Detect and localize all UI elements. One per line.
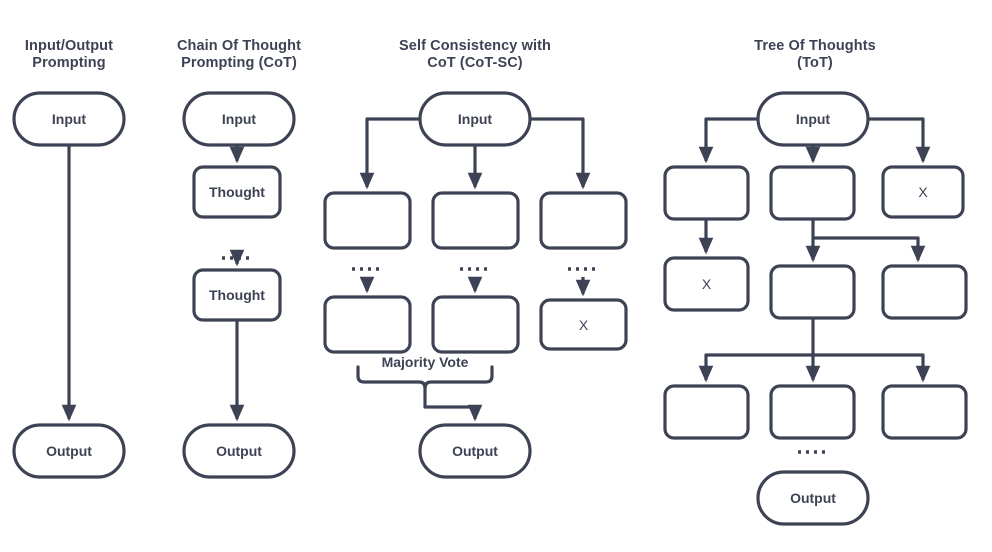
node-sc-input xyxy=(418,91,532,147)
node-io-output xyxy=(12,423,126,479)
node-sc-r2-c2 xyxy=(431,295,520,354)
edge-tot-input-to-r1c1 xyxy=(698,117,758,164)
node-sc-r1-c2 xyxy=(431,191,520,250)
node-cot-thought-2 xyxy=(192,268,282,322)
node-cot-output xyxy=(182,423,296,479)
edge-sc-input-to-r1c3 xyxy=(530,117,591,190)
node-tot-input xyxy=(756,91,870,147)
edge-tot-r2c2-to-r3c1 xyxy=(698,353,813,383)
node-tot-r1-c2 xyxy=(769,165,856,221)
node-sc-r2-c3 xyxy=(539,298,628,351)
node-sc-output xyxy=(418,423,532,479)
node-tot-output xyxy=(756,470,870,526)
node-io-input xyxy=(12,91,126,147)
panel-title-io-prompting: Input/Output Prompting xyxy=(24,38,114,71)
edge-tot-input-to-r1c3 xyxy=(868,117,931,164)
edge-tot-r1c2-to-r2c3 xyxy=(813,236,926,263)
edge-sc-input-to-r1c1 xyxy=(359,117,420,190)
node-tot-r2-c1 xyxy=(663,256,750,312)
node-tot-r2-c2 xyxy=(769,264,856,320)
ellipsis-dot-group xyxy=(222,256,828,454)
node-tot-r2-c3 xyxy=(881,264,968,320)
node-cot-thought-1 xyxy=(192,165,282,219)
node-tot-r1-c1 xyxy=(663,165,750,221)
panel-title-self-consistency-cot: Self Consistency with CoT (CoT-SC) xyxy=(399,38,551,71)
panel-title-chain-of-thought: Chain Of Thought Prompting (CoT) xyxy=(176,38,301,71)
node-tot-r1-c3 xyxy=(881,165,965,219)
edge-vote-to-sc-output xyxy=(423,386,483,422)
node-sc-r2-c1 xyxy=(323,295,412,354)
node-tot-r3-c3 xyxy=(881,384,968,440)
node-tot-r3-c2 xyxy=(769,384,856,440)
node-cot-input xyxy=(182,91,296,147)
node-sc-r1-c3 xyxy=(539,191,628,250)
majority-vote-label: Majority Vote xyxy=(381,354,469,370)
majority-vote-brace xyxy=(356,365,494,390)
panel-title-tree-of-thoughts: Tree Of Thoughts (ToT) xyxy=(754,38,876,71)
node-sc-r1-c1 xyxy=(323,191,412,250)
edge-tot-r2c2-to-r3c3 xyxy=(813,353,931,383)
node-tot-r3-c1 xyxy=(663,384,750,440)
